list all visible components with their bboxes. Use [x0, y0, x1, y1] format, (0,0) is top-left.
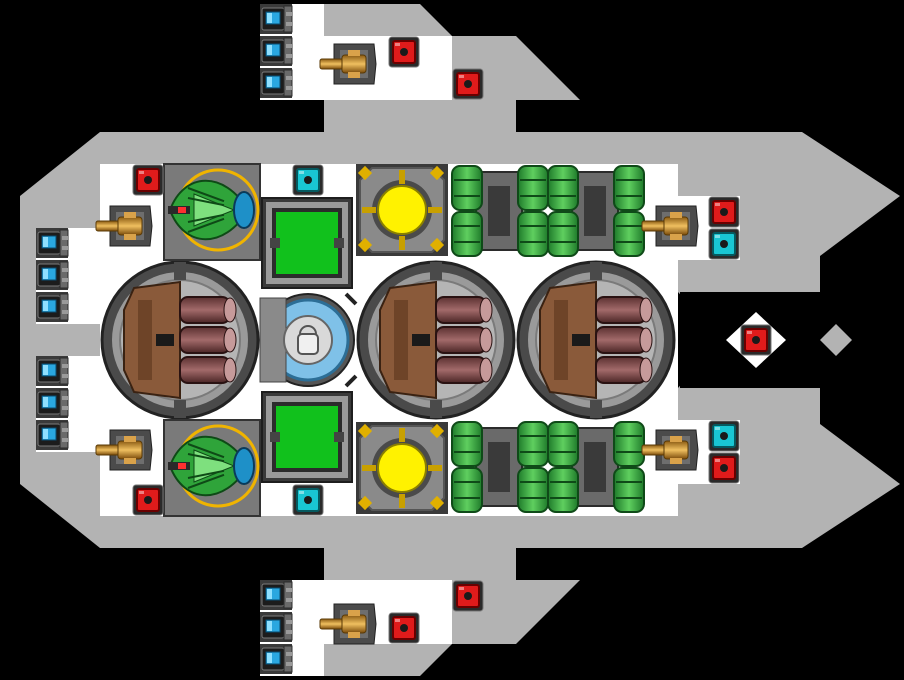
nodes-layer: [132, 36, 772, 644]
cyan-node-icon[interactable]: [292, 484, 324, 516]
red-node-icon[interactable]: [708, 452, 740, 484]
bridge-icon[interactable]: [259, 292, 358, 388]
shields-layer: [163, 163, 261, 517]
blue-thruster-icon[interactable]: [260, 36, 293, 66]
green-battery-icon[interactable]: [547, 165, 645, 257]
nose-socket: [678, 292, 720, 388]
large-engine-icon[interactable]: [516, 260, 676, 420]
green-shield-icon[interactable]: [163, 163, 261, 261]
bridge-layer: [259, 292, 358, 388]
guns-layer: [95, 43, 699, 645]
thrusters-layer: [36, 4, 293, 674]
red-node-icon[interactable]: [452, 68, 484, 100]
blue-thruster-icon[interactable]: [260, 612, 293, 642]
blue-thruster-icon[interactable]: [260, 580, 293, 610]
brass-gun-icon[interactable]: [319, 603, 377, 645]
blue-thruster-icon[interactable]: [260, 4, 293, 34]
power-cells-layer: [261, 197, 353, 483]
blue-thruster-icon[interactable]: [36, 260, 69, 290]
red-node-icon[interactable]: [388, 36, 420, 68]
blue-thruster-icon[interactable]: [36, 388, 69, 418]
cyan-node-icon[interactable]: [292, 164, 324, 196]
batteries-layer: [451, 165, 645, 513]
blue-thruster-icon[interactable]: [36, 292, 69, 322]
brass-gun-icon[interactable]: [95, 429, 153, 471]
green-battery-icon[interactable]: [451, 421, 549, 513]
yellow-reactor-icon[interactable]: [356, 422, 448, 514]
brass-gun-icon[interactable]: [641, 429, 699, 471]
brass-gun-icon[interactable]: [95, 205, 153, 247]
red-node-icon[interactable]: [708, 196, 740, 228]
brass-gun-icon[interactable]: [641, 205, 699, 247]
blue-thruster-icon[interactable]: [36, 420, 69, 450]
large-engine-icon[interactable]: [100, 260, 260, 420]
green-battery-icon[interactable]: [547, 421, 645, 513]
cyan-node-icon[interactable]: [708, 420, 740, 452]
blue-thruster-icon[interactable]: [260, 68, 293, 98]
blue-thruster-icon[interactable]: [36, 228, 69, 258]
reactors-layer: [356, 164, 448, 514]
cyan-node-icon[interactable]: [708, 228, 740, 260]
green-shield-icon[interactable]: [163, 419, 261, 517]
hull-nose-diamond: [820, 324, 852, 356]
green-power-cell-icon[interactable]: [261, 391, 353, 483]
red-node-icon[interactable]: [740, 324, 772, 356]
blue-thruster-icon[interactable]: [36, 356, 69, 386]
yellow-reactor-icon[interactable]: [356, 164, 448, 256]
red-node-icon[interactable]: [452, 580, 484, 612]
red-node-icon[interactable]: [388, 612, 420, 644]
large-engine-icon[interactable]: [356, 260, 516, 420]
red-node-icon[interactable]: [132, 484, 164, 516]
red-node-icon[interactable]: [132, 164, 164, 196]
brass-gun-icon[interactable]: [319, 43, 377, 85]
blue-thruster-icon[interactable]: [260, 644, 293, 674]
engines-layer: [100, 260, 676, 420]
green-battery-icon[interactable]: [451, 165, 549, 257]
green-power-cell-icon[interactable]: [261, 197, 353, 289]
